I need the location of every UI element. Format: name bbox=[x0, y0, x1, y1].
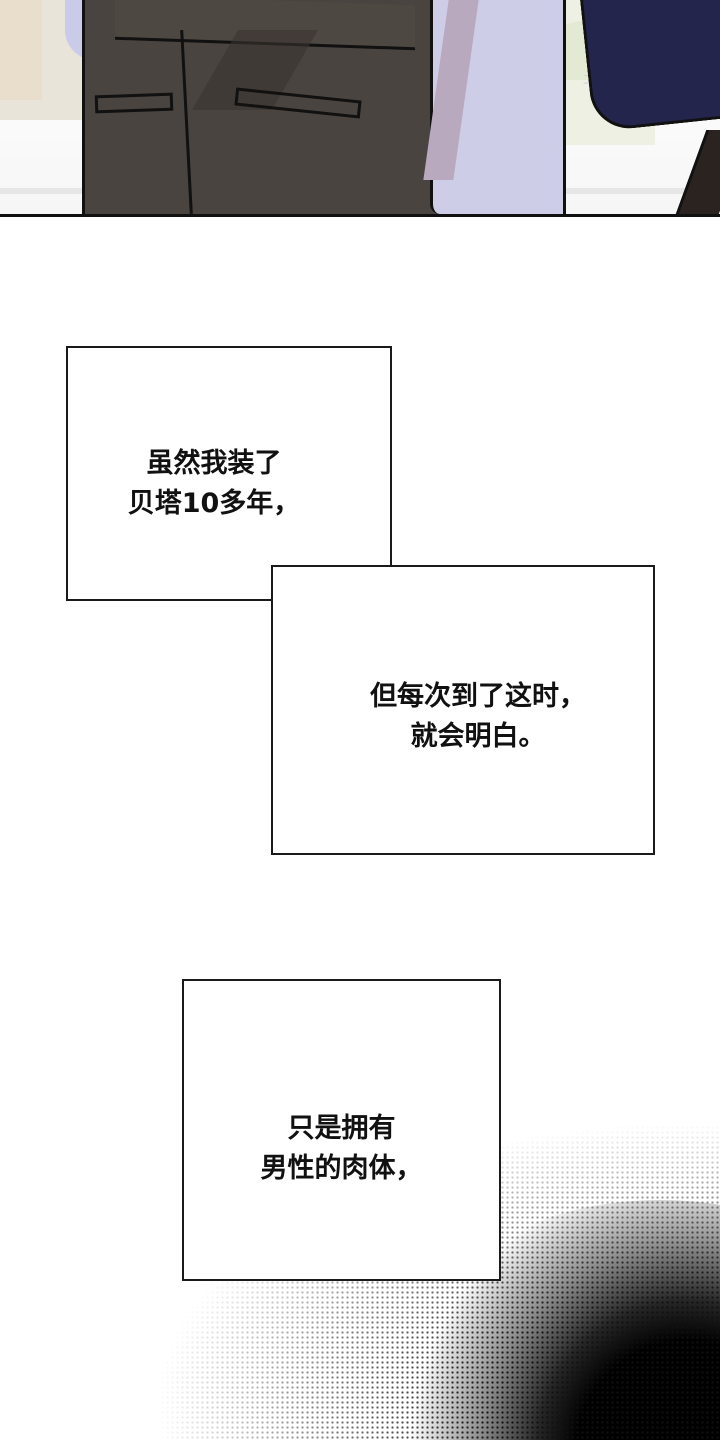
back-pocket-left bbox=[94, 92, 174, 114]
trousers-seam bbox=[180, 30, 193, 214]
caption-line: 但每次到了这时， bbox=[370, 681, 586, 712]
caption-line: 男性的肉体， bbox=[260, 1153, 423, 1184]
caption-line: 就会明白。 bbox=[410, 721, 546, 752]
trousers bbox=[82, 0, 444, 214]
caption-box-1: 虽然我装了 贝塔10多年， bbox=[66, 346, 392, 601]
picture-frame-inner bbox=[0, 0, 42, 100]
caption-text-3: 只是拥有 男性的肉体， bbox=[184, 1109, 499, 1189]
comic-panel-top: 그림 bbox=[0, 0, 720, 217]
caption-line: 虽然我装了 bbox=[146, 448, 282, 479]
caption-line: 贝塔10多年， bbox=[127, 488, 301, 519]
navy-jacket bbox=[580, 0, 720, 133]
caption-line: 只是拥有 bbox=[287, 1113, 396, 1144]
caption-box-3: 只是拥有 男性的肉体， bbox=[182, 979, 501, 1281]
caption-text-2: 但每次到了这时， 就会明白。 bbox=[273, 677, 653, 757]
caption-text-1: 虽然我装了 贝塔10多年， bbox=[68, 444, 390, 524]
caption-box-2: 但每次到了这时， 就会明白。 bbox=[271, 565, 655, 855]
back-pocket-right bbox=[234, 87, 362, 119]
